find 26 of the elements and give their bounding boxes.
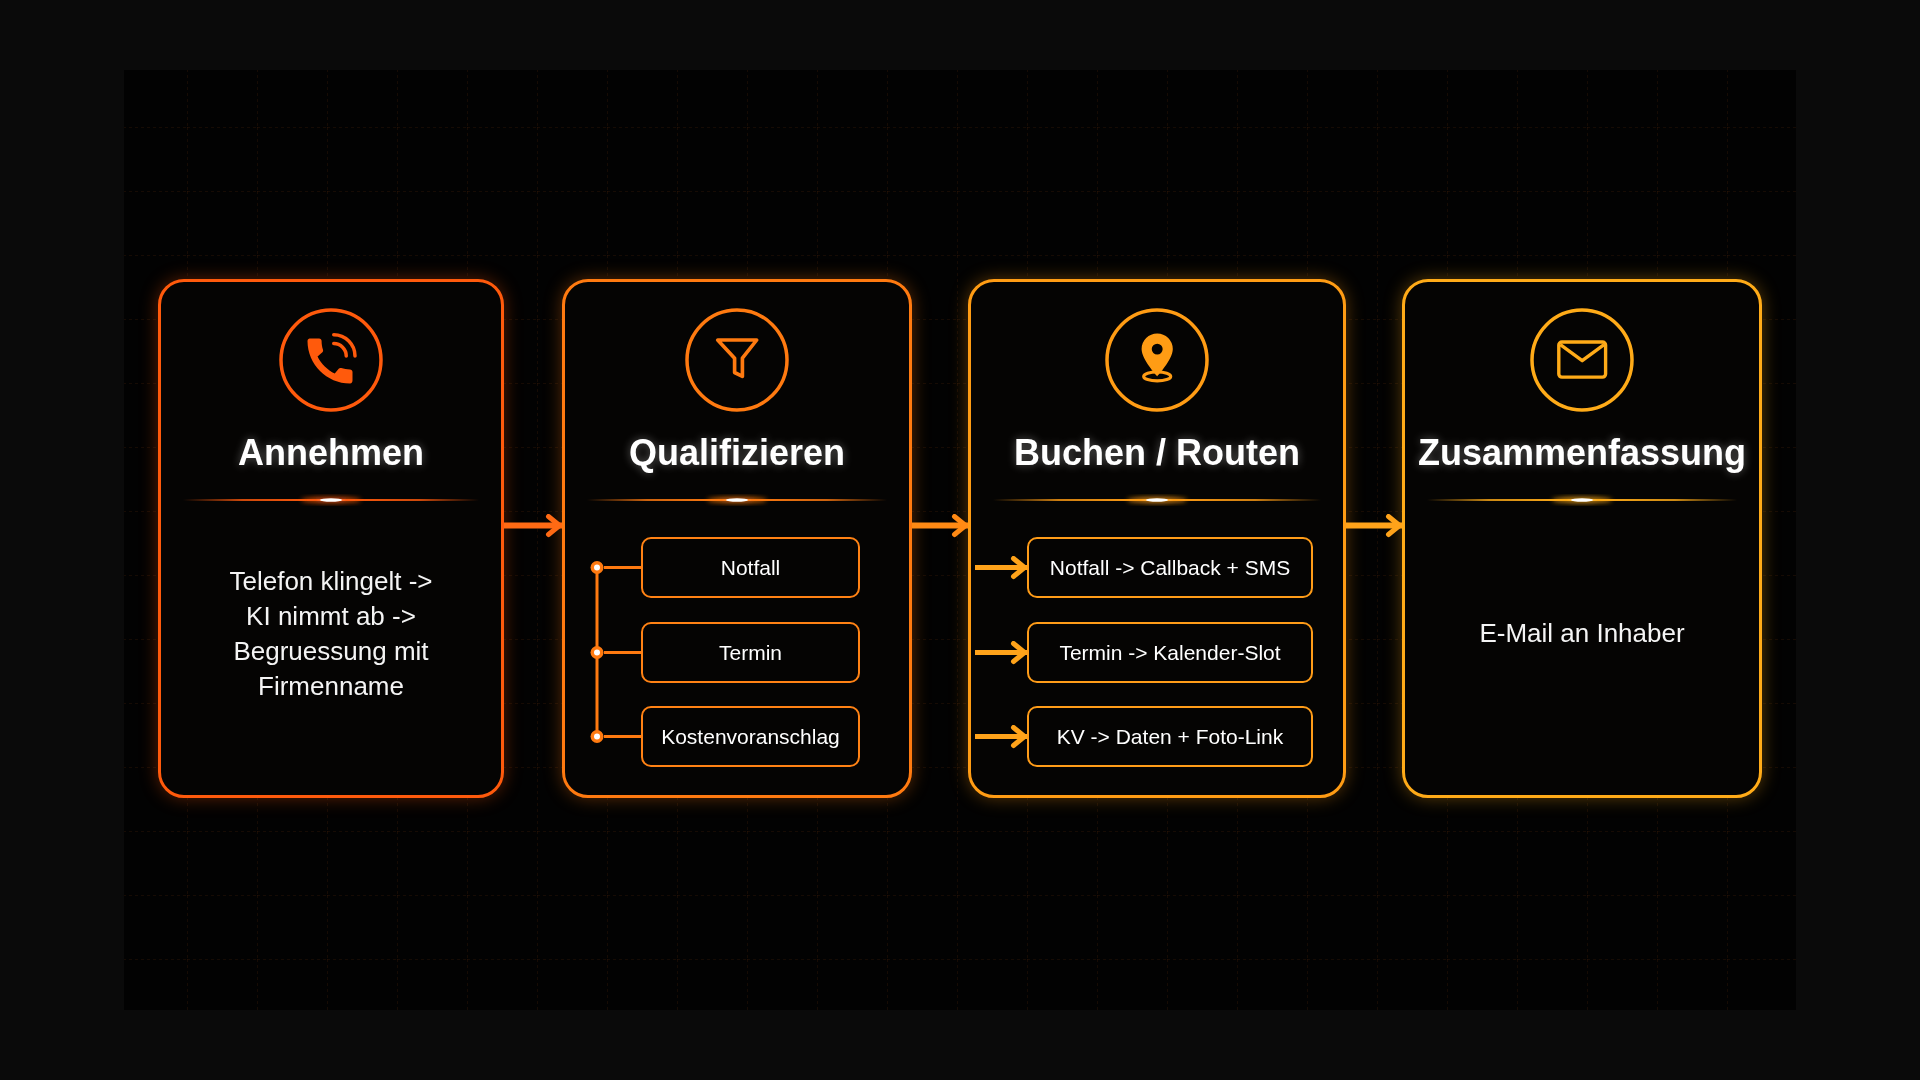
- step-card: [1402, 279, 1762, 798]
- arrow: [975, 641, 1027, 664]
- step-card: [158, 279, 504, 798]
- arrow: [504, 514, 562, 538]
- step-title: Buchen / Routen: [1014, 431, 1300, 474]
- step-title: Qualifizieren: [628, 431, 846, 474]
- arrow: [975, 556, 1027, 579]
- step-title: Zusammenfassung: [1417, 431, 1747, 474]
- step-description: Telefon klingelt -> KI nimmt ab -> Begruessung mit Firmenname: [228, 564, 434, 703]
- connector-line: [604, 735, 641, 738]
- step-title: Annehmen: [238, 431, 424, 474]
- option-box: Termin -> Kalender-Slot: [1027, 622, 1313, 683]
- step-description: E-Mail an Inhaber: [1479, 617, 1685, 650]
- arrow: [1346, 514, 1402, 538]
- connector-line: [604, 566, 641, 569]
- option-box: Kostenvoranschlag: [641, 706, 860, 767]
- option-box: Termin: [641, 622, 860, 683]
- connector-line: [604, 651, 641, 654]
- step-card: [562, 279, 912, 798]
- branch-line: [590, 560, 604, 743]
- step-card: [968, 279, 1346, 798]
- option-box: Notfall: [641, 537, 860, 598]
- arrow: [912, 514, 968, 538]
- option-box: KV -> Daten + Foto-Link: [1027, 706, 1313, 767]
- arrow: [975, 725, 1027, 748]
- option-box: Notfall -> Callback + SMS: [1027, 537, 1313, 598]
